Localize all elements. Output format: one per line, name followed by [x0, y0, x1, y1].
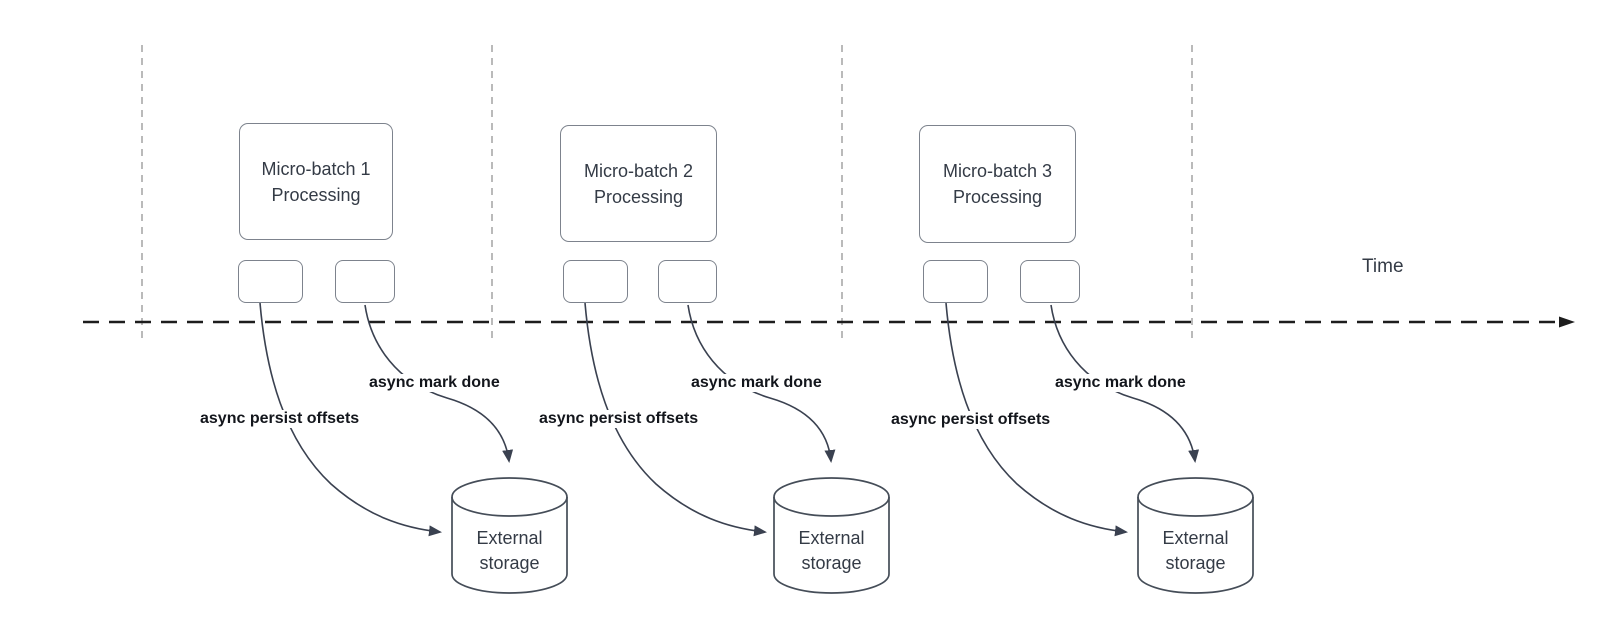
micro-batch-1-task-box-left: [238, 260, 303, 303]
external-storage-cylinder-1: External storage: [451, 477, 568, 594]
mark-done-edge-label-2: async mark done: [688, 374, 825, 392]
micro-batch-1-processing-box: Micro-batch 1 Processing: [239, 123, 393, 240]
mark-done-edge-label-3: async mark done: [1052, 374, 1189, 392]
external-storage-cylinder-2: External storage: [773, 477, 890, 594]
persist-offsets-edge-label-1: async persist offsets: [197, 410, 363, 428]
mark-done-edge-label-1: async mark done: [366, 374, 503, 392]
mark-done-arrow-3: [1050, 304, 1200, 463]
persist-offsets-arrow-3: [945, 302, 1128, 537]
external-storage-cylinder-3: External storage: [1137, 477, 1254, 594]
micro-batch-1-task-box-right: [335, 260, 395, 303]
persist-offsets-edge-label-3: async persist offsets: [888, 411, 1054, 429]
persist-offsets-arrow-2: [584, 302, 767, 537]
micro-batch-2-task-box-left: [563, 260, 628, 303]
micro-batch-3-processing-box: Micro-batch 3 Processing: [919, 125, 1076, 243]
time-axis-label: Time: [1362, 256, 1404, 277]
external-storage-label-1: External storage: [476, 527, 543, 573]
micro-batch-1-processing-label: Micro-batch 1 Processing: [261, 158, 371, 205]
cylinder-shape-2: [773, 477, 890, 594]
micro-batch-3-task-box-right: [1020, 260, 1080, 303]
mark-done-arrow-1: [364, 304, 514, 463]
micro-batch-2-processing-label: Micro-batch 2 Processing: [583, 160, 694, 207]
micro-batch-2-task-box-right: [658, 260, 717, 303]
cylinder-shape-1: [451, 477, 568, 594]
external-storage-label-3: External storage: [1162, 527, 1229, 573]
persist-offsets-edge-label-2: async persist offsets: [536, 410, 702, 428]
cylinder-shape-3: [1137, 477, 1254, 594]
external-storage-label-2: External storage: [798, 527, 865, 573]
micro-batch-3-processing-label: Micro-batch 3 Processing: [942, 161, 1053, 207]
micro-batch-2-processing-box: Micro-batch 2 Processing: [560, 125, 717, 242]
mark-done-arrow-2: [687, 304, 836, 463]
persist-offsets-arrow-1: [259, 302, 442, 537]
micro-batch-3-task-box-left: [923, 260, 988, 303]
